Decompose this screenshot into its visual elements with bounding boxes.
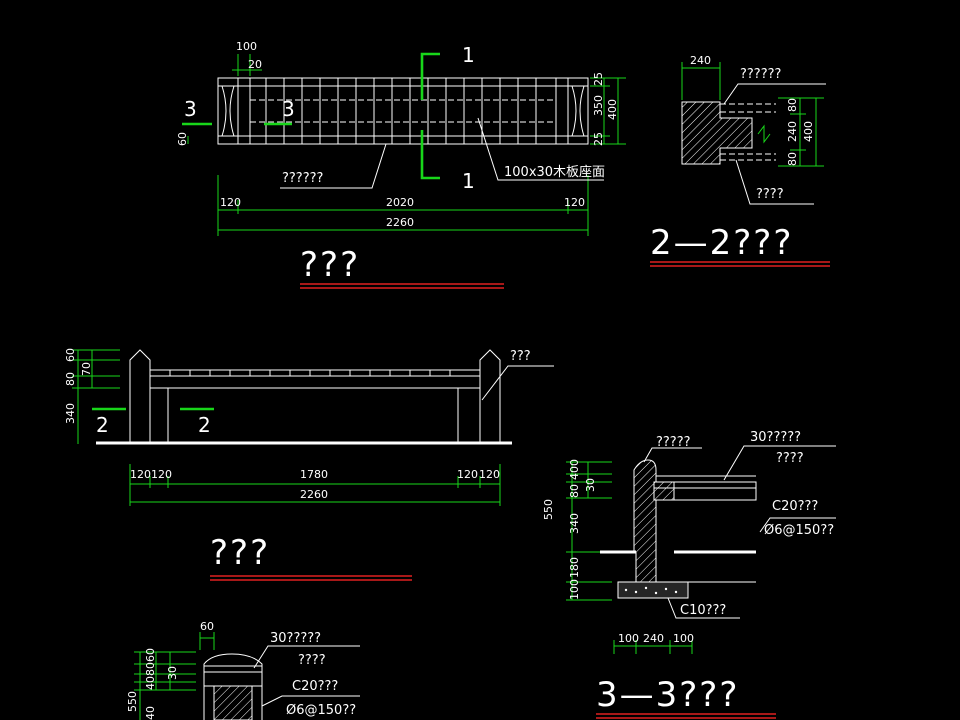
plan-dim-h1: 25 bbox=[592, 72, 605, 86]
s11-dim-v2: 80 bbox=[144, 662, 157, 676]
s11-note-1: 30????? bbox=[270, 631, 321, 646]
elev-dim-overall: 2260 bbox=[300, 488, 328, 501]
s33-note-2: 30????? bbox=[750, 430, 801, 445]
plan-dim-top1: 100 bbox=[236, 40, 257, 53]
s33-dim-v1: 400 bbox=[568, 459, 581, 480]
s11-dim-top: 60 bbox=[200, 620, 214, 633]
plan-view: 100 20 25 350 25 400 60 120 2020 120 226… bbox=[176, 40, 626, 289]
elev-dim-v1: 60 bbox=[64, 348, 77, 362]
plan-section-1b: 1 bbox=[462, 169, 475, 193]
s33-dim-v7: 100 bbox=[568, 579, 581, 600]
elev-title: ??? bbox=[210, 533, 270, 573]
plan-section-3a: 3 bbox=[184, 97, 197, 121]
s11-dim-v6: 40 bbox=[144, 706, 157, 720]
plan-dim-bottom2: 2020 bbox=[386, 196, 414, 209]
s33-dim-v2: 80 bbox=[568, 484, 581, 498]
plan-dim-bottom3: 120 bbox=[564, 196, 585, 209]
plan-note-right: 100x30木板座面 bbox=[504, 165, 605, 180]
s22-dim-d2: 240 bbox=[786, 121, 799, 142]
plan-dim-h2: 350 bbox=[592, 95, 605, 116]
s33-note-5: Ø6@150?? bbox=[764, 523, 834, 538]
s33-dim-v3: 30 bbox=[584, 478, 597, 492]
s11-note-2: ???? bbox=[298, 653, 326, 668]
elev-note: ??? bbox=[510, 349, 531, 364]
s33-dim-b2: 240 bbox=[643, 632, 664, 645]
s22-bottom-note: ???? bbox=[756, 187, 784, 202]
s22-dim-d1: 80 bbox=[786, 98, 799, 112]
s11-note-4: Ø6@150?? bbox=[286, 703, 356, 718]
elev-dim-b4: 120 bbox=[457, 468, 478, 481]
plan-note-left: ?????? bbox=[282, 171, 323, 186]
plan-dim-overall: 2260 bbox=[386, 216, 414, 229]
elev-dim-v3: 70 bbox=[80, 362, 93, 376]
plan-dim-total-h: 400 bbox=[606, 99, 619, 120]
s33-note-1: ????? bbox=[656, 435, 691, 450]
s22-dim-d3: 80 bbox=[786, 152, 799, 166]
section-3-3: 400 80 30 340 550 180 100 100 240 100 ??… bbox=[542, 430, 836, 719]
s33-dim-b3: 100 bbox=[673, 632, 694, 645]
s22-dim-top: 240 bbox=[690, 54, 711, 67]
elev-dim-b3: 1780 bbox=[300, 468, 328, 481]
s22-dim-total: 400 bbox=[802, 121, 815, 142]
elev-dim-v2: 80 bbox=[64, 372, 77, 386]
plan-dim-top2: 20 bbox=[248, 58, 262, 71]
elev-dim-v4: 340 bbox=[64, 403, 77, 424]
s33-dim-v6: 180 bbox=[568, 557, 581, 578]
plan-section-1a: 1 bbox=[462, 43, 475, 67]
s33-dim-b1: 100 bbox=[618, 632, 639, 645]
s11-dim-v5: 550 bbox=[126, 691, 139, 712]
s33-note-4: C20??? bbox=[772, 499, 818, 514]
plan-outline bbox=[217, 77, 589, 145]
section-2-2: 240 80 240 80 400 ?????? ???? 2—2??? bbox=[650, 54, 830, 267]
s33-note-3: ???? bbox=[776, 451, 804, 466]
section-1-1: 60 60 80 40 30 550 40 30????? ???? C20??… bbox=[126, 620, 360, 720]
elev-dim-b2: 120 bbox=[151, 468, 172, 481]
s11-dim-v1: 60 bbox=[144, 648, 157, 662]
s33-note-6: C10??? bbox=[680, 603, 726, 618]
elev-section-2b: 2 bbox=[198, 413, 211, 437]
s11-dim-v3: 40 bbox=[144, 676, 157, 690]
s11-dim-v4: 30 bbox=[166, 666, 179, 680]
plan-dim-left: 60 bbox=[176, 132, 189, 146]
plan-title: ??? bbox=[300, 245, 360, 285]
elev-dim-b5: 120 bbox=[479, 468, 500, 481]
plan-section-3b: 3 bbox=[282, 97, 295, 121]
plan-dim-h3: 25 bbox=[592, 132, 605, 146]
elevation-view: 60 80 70 340 120 120 1780 120 120 2260 2… bbox=[64, 348, 554, 581]
plan-dim-bottom1: 120 bbox=[220, 196, 241, 209]
elev-section-2a: 2 bbox=[96, 413, 109, 437]
s22-top-note: ?????? bbox=[740, 67, 781, 82]
elev-dim-b1: 120 bbox=[130, 468, 151, 481]
s33-dim-v4: 340 bbox=[568, 513, 581, 534]
s11-note-3: C20??? bbox=[292, 679, 338, 694]
plan-slats bbox=[265, 78, 537, 144]
s22-title: 2—2??? bbox=[650, 223, 793, 263]
s33-title: 3—3??? bbox=[596, 675, 739, 715]
s33-dim-v5: 550 bbox=[542, 499, 555, 520]
